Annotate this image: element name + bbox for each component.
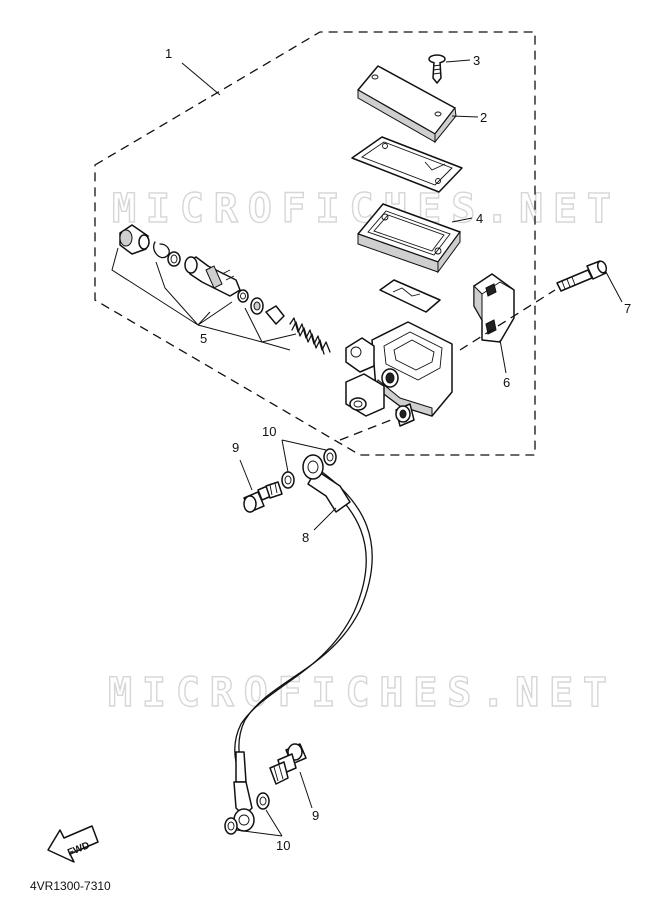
part-9-union-bolt-top[interactable]: [243, 481, 283, 513]
diagram-code: 4VR1300-7310: [30, 879, 111, 893]
callout-6: 6: [503, 375, 510, 390]
callout-4: 4: [476, 211, 483, 226]
leader-5: [111, 247, 297, 351]
master-cylinder-body[interactable]: [345, 321, 453, 427]
part-8-brake-hose[interactable]: [233, 454, 373, 832]
fwd-arrow-icon: FWD: [47, 825, 99, 863]
watermark-bottom: MICROFICHES.NET: [108, 670, 608, 716]
callout-2: 2: [480, 110, 487, 125]
callout-10-top: 10: [262, 424, 276, 439]
part-3-screw[interactable]: [428, 54, 446, 84]
part-10-washers-bottom[interactable]: [224, 792, 270, 835]
callout-1: 1: [165, 46, 172, 61]
callout-5: 5: [200, 331, 207, 346]
part-2-reservoir-cap[interactable]: [357, 65, 457, 144]
part-7-bolt[interactable]: [556, 260, 608, 292]
callout-9-bottom: 9: [312, 808, 319, 823]
part-6-holder[interactable]: [473, 273, 515, 343]
callout-10-bottom: 10: [276, 838, 290, 853]
part-9-union-bolt-bottom[interactable]: [269, 743, 307, 785]
assembly-boundary: [94, 31, 536, 456]
callout-9-top: 9: [232, 440, 239, 455]
diaphragm-plate: [351, 136, 463, 193]
bolt-axis: [459, 289, 556, 351]
banjo-axis: [339, 417, 397, 441]
part-5-piston-kit[interactable]: [119, 224, 331, 355]
callout-3: 3: [473, 53, 480, 68]
watermark-top: MICROFICHES.NET: [112, 186, 612, 232]
leader-lines: [181, 59, 623, 837]
float-plate: [379, 279, 441, 313]
callout-8: 8: [302, 530, 309, 545]
callout-7: 7: [624, 301, 631, 316]
part-4-diaphragm[interactable]: [357, 203, 461, 274]
